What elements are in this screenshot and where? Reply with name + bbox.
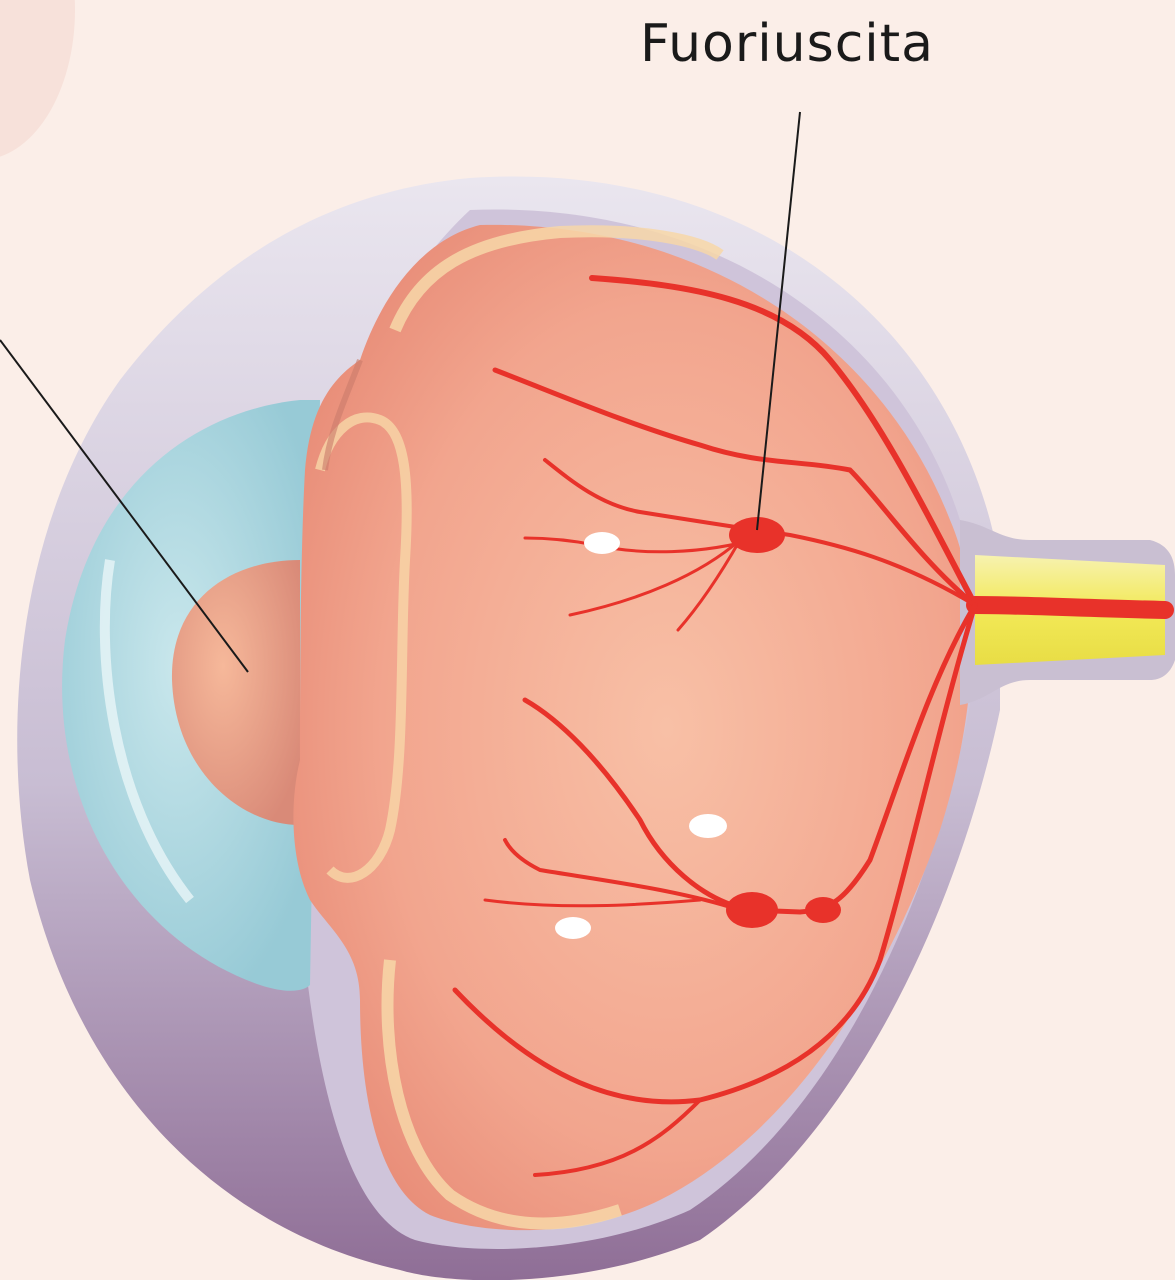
background-bubble [0, 0, 75, 160]
exudate-spot-2 [689, 814, 727, 838]
leak-spot-lower-left [726, 892, 778, 928]
leak-spot-lower-right [805, 897, 841, 923]
main-artery [975, 605, 1165, 610]
exudate-spot-1 [584, 532, 620, 554]
leak-label: Fuoriuscita [640, 14, 934, 74]
exudate-spot-3 [555, 917, 591, 939]
